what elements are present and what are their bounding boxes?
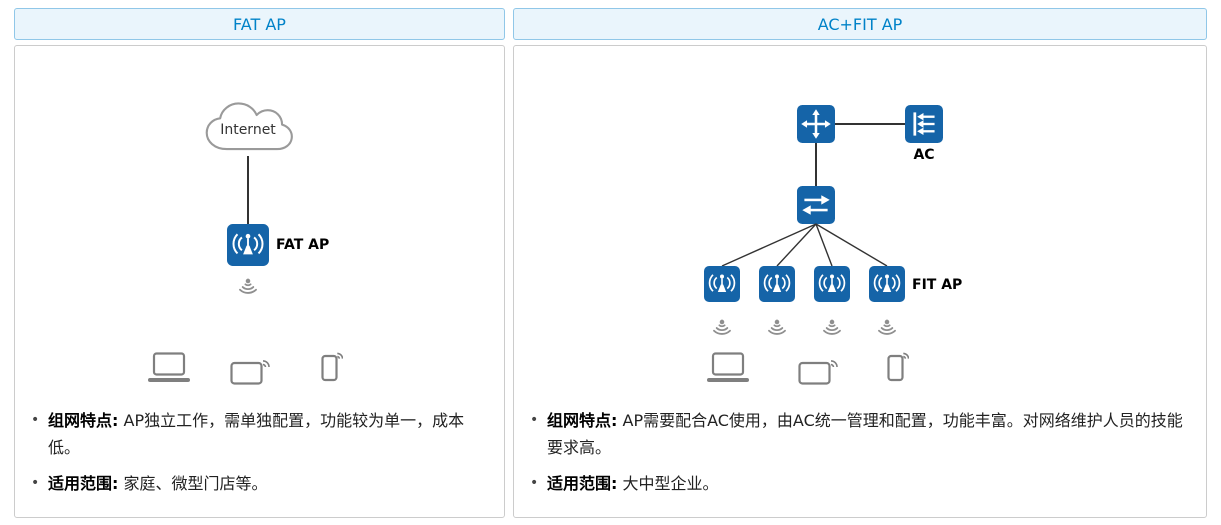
internet-cloud: Internet — [200, 96, 296, 158]
bullet-text: 组网特点: AP需要配合AC使用，由AC统一管理和配置，功能丰富。对网络维护人员… — [547, 411, 1183, 458]
phone-icon — [887, 351, 909, 385]
fit-ap-icon-1 — [704, 266, 740, 302]
tablet-icon — [230, 356, 270, 385]
panel-body-fat-ap: Internet FAT AP 组网特点: AP独立工作，需单独配置，功能较为单… — [14, 45, 505, 518]
internet-label: Internet — [220, 122, 276, 138]
laptop-icon — [147, 352, 191, 384]
connector-router-to-ac — [835, 123, 905, 125]
fit-ap-icon-2 — [759, 266, 795, 302]
ac-controller-icon — [905, 105, 943, 143]
switch-icon — [797, 186, 835, 224]
fat-ap-icon — [227, 224, 269, 266]
bullet-text: 适用范围: 大中型企业。 — [547, 474, 719, 494]
wireless-signal-icon — [235, 275, 261, 301]
panel-header-ac-fit-ap: AC+FIT AP — [513, 8, 1207, 40]
tablet-icon — [798, 356, 838, 385]
phone-icon — [321, 351, 343, 385]
bullet-label: 适用范围: — [547, 474, 618, 494]
panel-body-ac-fit-ap: AC FIT AP 组网特点: AP需要配 — [513, 45, 1207, 518]
connector-router-to-switch — [815, 143, 817, 186]
wireless-signal-icon-1 — [709, 316, 735, 342]
bullet-label: 组网特点: — [547, 411, 618, 430]
ac-label: AC — [913, 147, 935, 163]
router-icon — [797, 105, 835, 143]
bullet-label: 适用范围: — [48, 474, 119, 494]
wireless-signal-icon-4 — [874, 316, 900, 342]
panel-title: AC+FIT AP — [817, 14, 903, 34]
bullet-list: 组网特点: AP需要配合AC使用，由AC统一管理和配置，功能丰富。对网络维护人员… — [530, 407, 1190, 507]
wireless-signal-icon-2 — [764, 316, 790, 342]
list-item-application-scope: 适用范围: 家庭、微型门店等。 — [31, 470, 488, 497]
wireless-signal-icon-3 — [819, 316, 845, 342]
list-item-networking-features: 组网特点: AP独立工作，需单独配置，功能较为单一，成本低。 — [31, 407, 488, 461]
fit-ap-label: FIT AP — [912, 277, 963, 293]
connector-cloud-to-ap — [247, 156, 249, 224]
connector-switch-to-aps — [721, 223, 888, 267]
laptop-icon — [706, 352, 750, 384]
bullet-text: 组网特点: AP独立工作，需单独配置，功能较为单一，成本低。 — [48, 411, 465, 458]
panel-title: FAT AP — [233, 14, 286, 34]
fit-ap-icon-3 — [814, 266, 850, 302]
bullet-list: 组网特点: AP独立工作，需单独配置，功能较为单一，成本低。 适用范围: 家庭、… — [31, 407, 488, 507]
bullet-text: 适用范围: 家庭、微型门店等。 — [48, 474, 268, 494]
list-item-application-scope: 适用范围: 大中型企业。 — [530, 470, 1190, 497]
panel-header-fat-ap: FAT AP — [14, 8, 505, 40]
fit-ap-icon-4 — [869, 266, 905, 302]
bullet-label: 组网特点: — [48, 411, 119, 430]
fat-ap-label: FAT AP — [276, 237, 330, 253]
list-item-networking-features: 组网特点: AP需要配合AC使用，由AC统一管理和配置，功能丰富。对网络维护人员… — [530, 407, 1190, 461]
